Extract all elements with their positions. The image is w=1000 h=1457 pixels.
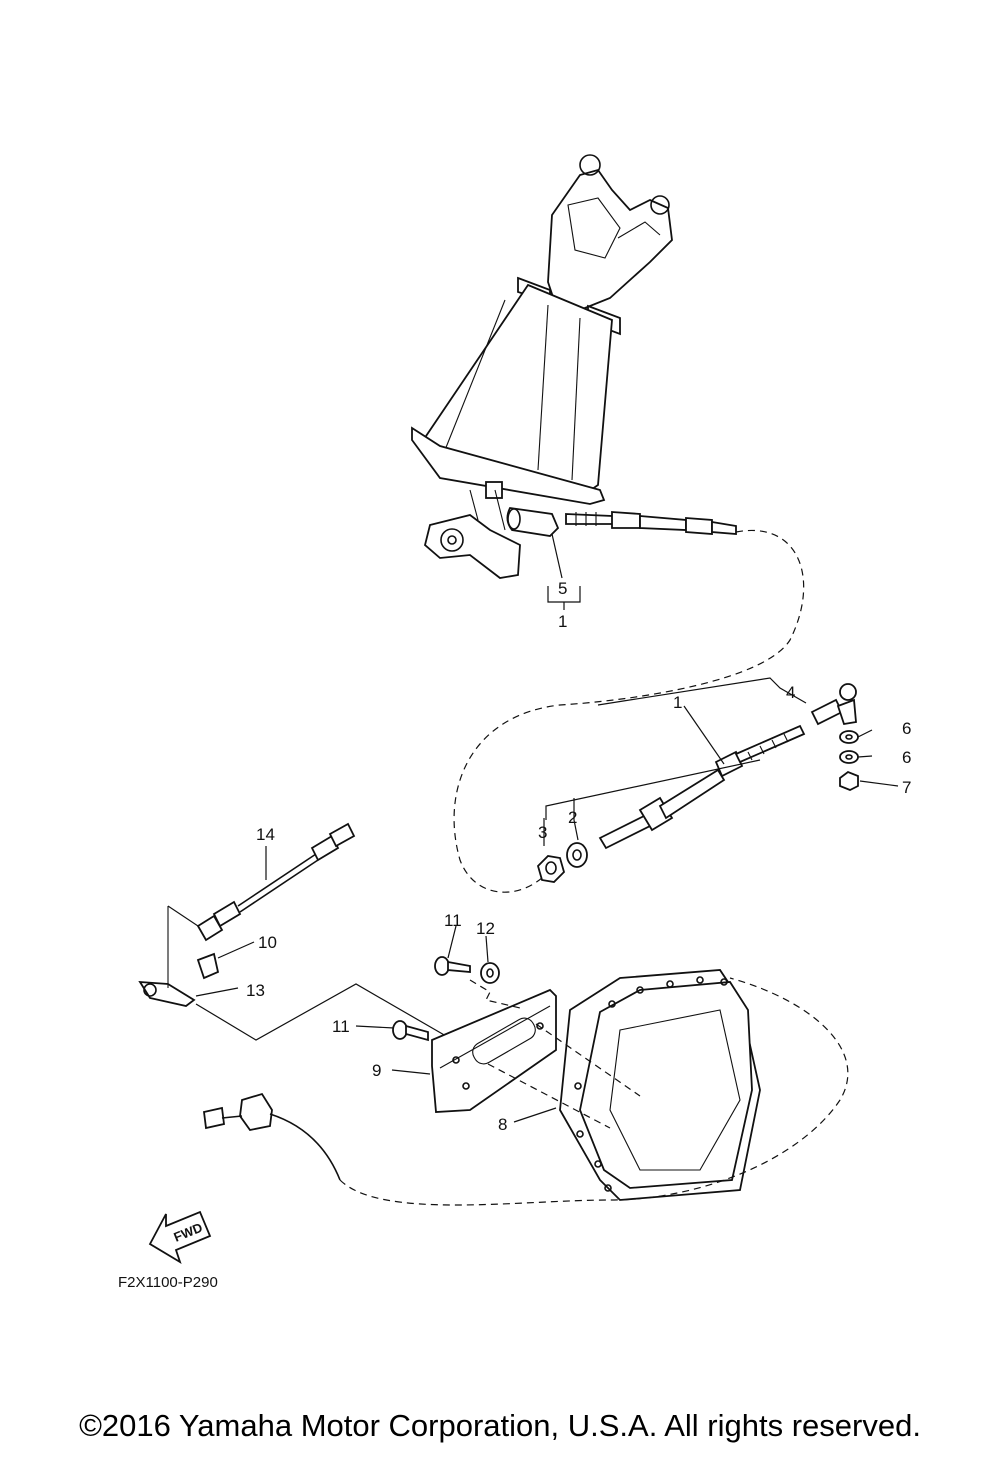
sensor-cable-part-14 xyxy=(196,822,356,942)
callout-3: 3 xyxy=(538,823,547,842)
callout-4: 4 xyxy=(786,683,795,702)
sensor-bracket-parts-10-13 xyxy=(138,905,220,1007)
callout-6b: 6 xyxy=(902,748,911,767)
callout-1-top: 1 xyxy=(558,612,567,631)
callout-12: 12 xyxy=(476,919,495,938)
callout-14: 14 xyxy=(256,825,275,844)
mounting-plate-part-9 xyxy=(431,988,557,1113)
callout-8: 8 xyxy=(498,1115,507,1134)
cable-end-assembly xyxy=(536,683,859,883)
copyright-notice: ©2016 Yamaha Motor Corporation, U.S.A. A… xyxy=(79,1408,921,1443)
figure-code: F2X1100-P290 xyxy=(118,1274,218,1291)
wire-harness xyxy=(203,977,849,1206)
callout-6a: 6 xyxy=(902,719,911,738)
steering-cable-routing xyxy=(453,529,805,893)
callout-11b: 11 xyxy=(332,1017,350,1036)
fwd-arrow-icon: FWD xyxy=(148,1210,212,1265)
callout-1-mid: 1 xyxy=(673,693,682,712)
callout-labels: 5 1 1 4 6 6 7 3 2 14 10 13 11 12 11 9 8 xyxy=(246,579,911,1134)
callout-group-5-1 xyxy=(547,533,581,610)
callout-13: 13 xyxy=(246,981,265,1000)
callout-10: 10 xyxy=(258,933,277,952)
callout-7: 7 xyxy=(902,778,911,797)
callout-9: 9 xyxy=(372,1061,381,1080)
control-box-part-8 xyxy=(487,969,761,1201)
callout-5: 5 xyxy=(558,579,567,598)
callout-11a: 11 xyxy=(444,911,462,930)
bolts-parts-11-12 xyxy=(392,956,521,1042)
cable-joint-part-5 xyxy=(506,507,737,537)
jet-pump-nozzle-assembly xyxy=(411,154,673,579)
callout-2: 2 xyxy=(568,808,577,827)
callout-leaders-mid xyxy=(543,677,899,846)
